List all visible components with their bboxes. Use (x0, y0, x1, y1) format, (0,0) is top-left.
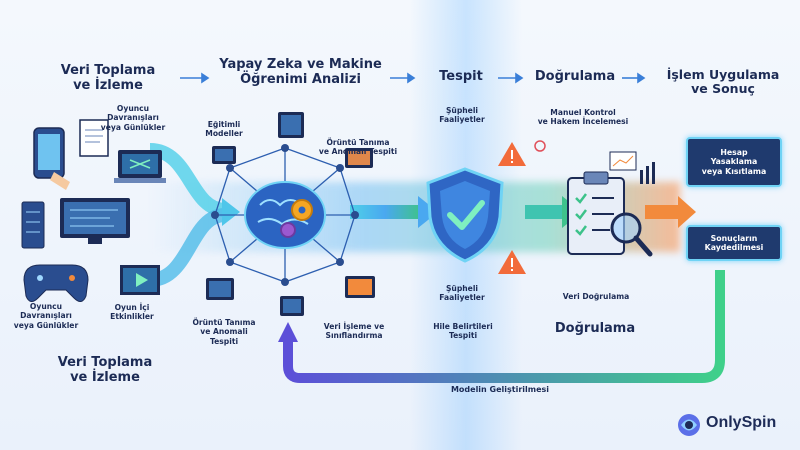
header-yapay-zeka: Yapay Zeka ve Makine Öğrenimi Analizi (219, 57, 382, 87)
video-screen-icon (120, 265, 160, 295)
label-oyuncu-top: Oyuncu Davranışları veya Günlükler (100, 104, 166, 132)
header-dogrulama: Doğrulama (534, 69, 616, 84)
brand-name: OnlySpin (706, 414, 777, 431)
equalizer-screen-icon (206, 278, 234, 300)
monitor-icon (60, 198, 130, 244)
label-veri-isleme: Veri İşleme ve Sınıflandırma (323, 322, 385, 341)
mini-bars-icon (640, 162, 655, 184)
document-icon (79, 119, 109, 157)
label-suphe-bottom: Şüpheli Faaliyetler (439, 284, 485, 303)
label-oyuncu-bottom: Oyuncu Davranışları veya Günlükler (13, 302, 79, 330)
onlyspin-logo-icon (678, 414, 700, 436)
label-oruntu-bottom: Örüntü Tanıma ve Anomali Tespiti (192, 318, 256, 346)
label-veri-dogrulama: Veri Doğrulama (562, 292, 630, 301)
clipboard-icon (567, 171, 653, 257)
devices-illustration (21, 119, 166, 302)
warning-icon-top (498, 142, 526, 166)
list-screen-icon (280, 296, 304, 316)
bottom-title-dogrulama: Doğrulama (554, 321, 636, 336)
header-tespit: Tespit (439, 69, 483, 84)
label-manuel: Manuel Kontrol ve Hakem İncelemesi (537, 108, 629, 127)
label-oruntu-top: Örüntü Tanıma ve Anomali Tespiti (318, 138, 398, 157)
check-badge-icon (534, 140, 546, 152)
warning-icon-bottom (498, 250, 526, 274)
gamepad-icon (23, 264, 89, 302)
label-egitimli-modeller: Eğitimli Modeller (205, 120, 243, 139)
result-hesap-yasaklama: Hesap Yasaklama veya Kısıtlama (686, 137, 782, 187)
phone-icon (33, 127, 70, 190)
result-sonuclar: Sonuçların Kaydedilmesi (686, 225, 782, 261)
anomaly-screen-icon (345, 148, 373, 168)
shield-icon (426, 167, 504, 263)
label-suphe-top: Şüpheli Faaliyetler (439, 106, 485, 125)
server-icon (21, 201, 45, 249)
label-hile: Hile Belirtileri Tespiti (433, 322, 493, 341)
label-feedback: Modelin Geliştirilmesi (450, 385, 550, 394)
bottom-title-veri-toplama: Veri Toplama ve İzleme (57, 355, 153, 385)
table-screen-icon (345, 276, 375, 298)
mini-chart-icon (609, 151, 637, 171)
label-oyun-ici: Oyun İçi Etkinlikler (110, 303, 154, 322)
ai-brain-network (211, 144, 359, 286)
laptop-icon (114, 150, 166, 183)
pattern-screen-icon (278, 112, 304, 138)
gear-icon (280, 199, 313, 238)
model-screen-icon (212, 146, 236, 164)
header-islem-uygulama: İşlem Uygulama ve Sonuç (666, 67, 780, 97)
magnifier-icon (610, 212, 653, 257)
header-veri-toplama: Veri Toplama ve İzleme (60, 63, 156, 93)
